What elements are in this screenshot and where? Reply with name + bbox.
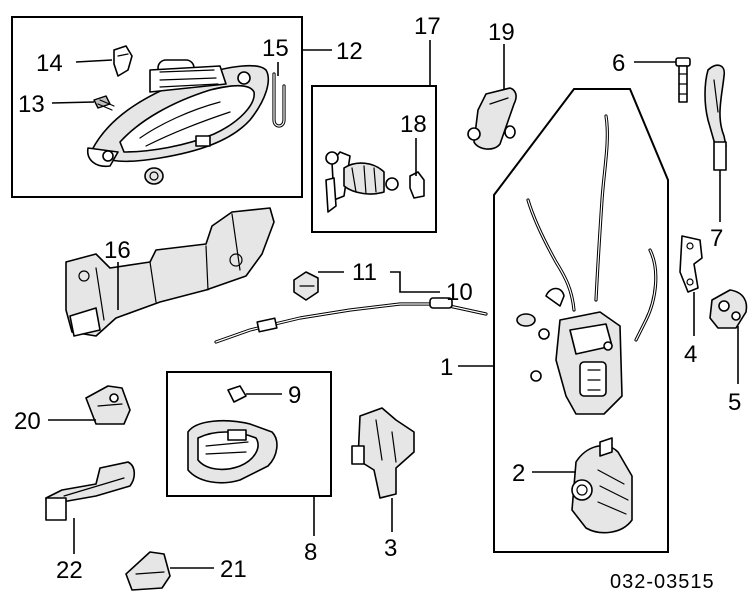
callout-13: 13: [18, 91, 45, 118]
callout-11: 11: [352, 259, 377, 286]
callout-22: 22: [56, 557, 83, 584]
callout-20: 20: [14, 408, 41, 435]
clip-14: [113, 45, 133, 77]
lock-cylinder-17: [325, 151, 399, 213]
group-frame-1: [493, 88, 669, 553]
screw-13: [93, 95, 115, 111]
callout-21: 21: [220, 556, 247, 583]
group-frame-8: [166, 371, 332, 497]
checker-22: [45, 461, 136, 521]
link-7: [704, 64, 727, 171]
callout-12: 12: [336, 38, 363, 65]
callout-5: 5: [728, 389, 741, 416]
callout-16: 16: [104, 237, 131, 264]
callout-10: 10: [446, 279, 473, 306]
door-lock-assembly-1: [516, 114, 658, 415]
latch-5: [709, 289, 748, 329]
group-frame-12: [11, 16, 303, 198]
spring-rod-15: [272, 72, 286, 128]
protector-16: [65, 207, 275, 337]
callout-15: 15: [262, 35, 289, 62]
actuator-2: [571, 437, 633, 534]
clip-18: [409, 171, 425, 199]
callout-19: 19: [488, 19, 515, 46]
callout-8: 8: [304, 539, 317, 566]
callout-14: 14: [36, 50, 63, 77]
callout-18: 18: [400, 111, 427, 138]
callout-4: 4: [684, 341, 697, 368]
callout-3: 3: [384, 535, 397, 562]
cover-19: [467, 87, 517, 150]
callout-1: 1: [440, 354, 453, 381]
leader-14: [75, 59, 113, 63]
cover-20: [85, 385, 131, 425]
callout-7: 7: [710, 225, 723, 252]
clip-9: [227, 385, 247, 403]
callout-17: 17: [414, 13, 441, 40]
group-frame-17: [311, 85, 437, 233]
cable-10: [214, 297, 488, 344]
inner-handle-8: [187, 419, 278, 484]
callout-2: 2: [512, 460, 525, 487]
cover-21: [125, 551, 171, 591]
callout-6: 6: [612, 50, 625, 77]
bracket-3: [351, 407, 415, 499]
outer-handle-assembly: [86, 59, 270, 185]
leader-13: [51, 101, 95, 104]
callout-9: 9: [288, 382, 301, 409]
pin-6: [675, 57, 691, 103]
bracket-4: [679, 235, 703, 293]
diagram-code: 032-03515: [610, 571, 715, 593]
leader-10: [390, 271, 440, 293]
clip-11: [293, 271, 319, 301]
